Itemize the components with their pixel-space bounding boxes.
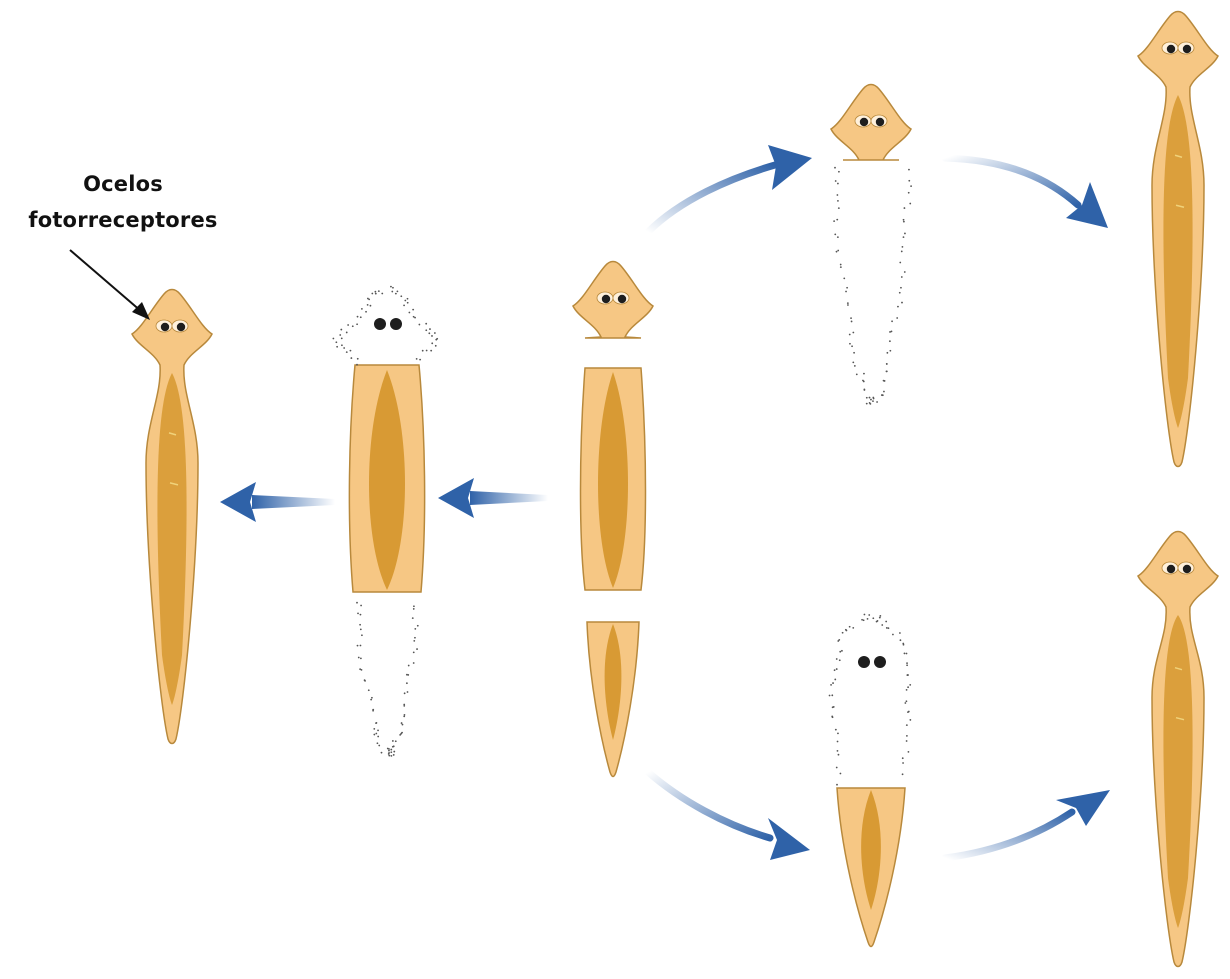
arrow-head	[220, 482, 256, 522]
arrow-head	[768, 818, 810, 860]
arrow-to-regenerated-left	[220, 482, 335, 522]
arrow-icon	[70, 250, 150, 320]
worm-regenerated-top-right	[1138, 12, 1218, 467]
arrow-shaft	[648, 772, 770, 838]
eye-spot-right	[177, 323, 185, 331]
arrow-head	[438, 478, 474, 518]
arrow-to-regenerated-top-right	[945, 158, 1108, 228]
arrow-shaft	[252, 495, 335, 509]
regen-tail-dots	[356, 602, 419, 757]
eye-spot-right	[874, 656, 886, 668]
worm-middle-fragment	[332, 286, 438, 757]
arrow-to-middle-fragment	[438, 478, 548, 518]
arrow-shaft	[470, 491, 548, 505]
eye-spot-left	[858, 656, 870, 668]
arrow-head	[1066, 182, 1108, 228]
arrow-to-tail-fragment	[648, 772, 810, 860]
eye-spot-right	[1183, 45, 1191, 53]
eye-spot-left	[1167, 45, 1175, 53]
worm-regenerated-bottom-right	[1138, 532, 1218, 967]
arrow-shaft	[648, 165, 775, 232]
worm-tail-fragment	[829, 614, 912, 947]
arrow-to-head-fragment	[648, 145, 812, 232]
annotation-label-ocelos: Ocelos	[0, 172, 246, 196]
worm-head-fragment	[831, 85, 912, 405]
worm-original-cut	[573, 262, 653, 777]
eye-spot-left	[374, 318, 386, 330]
worm-regenerated-left	[132, 290, 212, 744]
eye-spot-right	[390, 318, 402, 330]
pointer-line	[70, 250, 142, 312]
arrow-shaft	[945, 158, 1078, 205]
arrow-to-regenerated-bottom-right	[945, 790, 1110, 858]
regen-head-dots	[829, 614, 912, 786]
eye-spot-left	[602, 295, 610, 303]
regen-tail-dots	[833, 167, 912, 405]
arrow-shaft	[945, 812, 1072, 858]
eye-spot-right	[1183, 565, 1191, 573]
eye-spot-left	[161, 323, 169, 331]
eye-spot-right	[876, 118, 884, 126]
annotation-label-fotorreceptores: fotorreceptores	[0, 208, 246, 232]
eye-spot-left	[860, 118, 868, 126]
eye-spot-left	[1167, 565, 1175, 573]
eye-spot-right	[618, 295, 626, 303]
